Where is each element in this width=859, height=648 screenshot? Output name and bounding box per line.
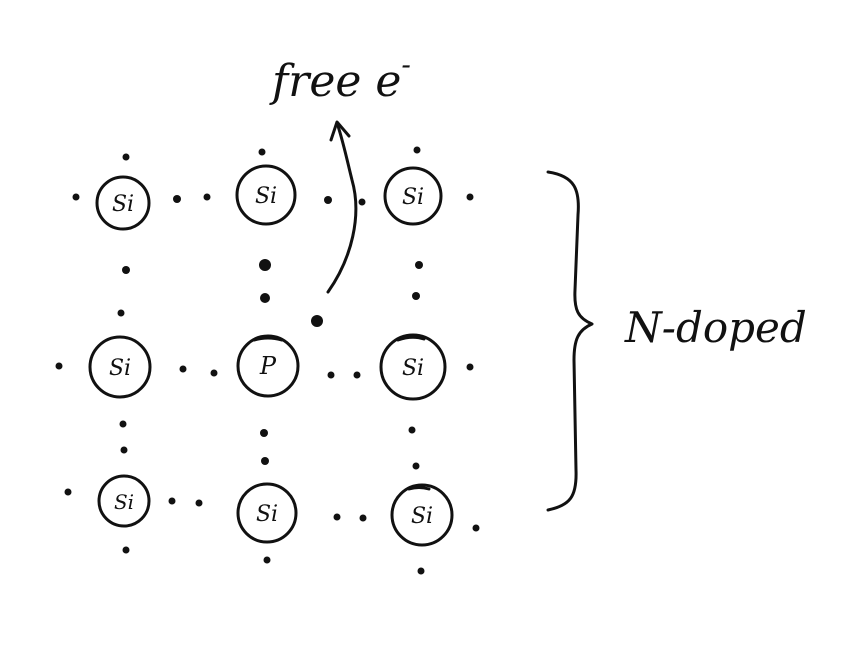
atom-r2-c1 bbox=[236, 482, 298, 544]
electron-dot bbox=[117, 309, 125, 317]
electron-dot bbox=[412, 292, 420, 300]
atom-r1-c2 bbox=[379, 333, 447, 401]
electron-dot bbox=[417, 567, 425, 575]
electron-dot bbox=[466, 193, 474, 201]
atom-label: Si bbox=[402, 356, 424, 381]
electron-dot bbox=[333, 513, 341, 521]
atom-label: Si bbox=[411, 504, 433, 529]
atom-label: Si bbox=[256, 502, 278, 527]
annotation-labels: free e- N-doped bbox=[269, 48, 807, 352]
electron-dot bbox=[259, 259, 271, 271]
electron-dot bbox=[327, 371, 335, 379]
electron-dot bbox=[472, 524, 480, 532]
electron-dot bbox=[179, 365, 187, 373]
electron-dot bbox=[72, 193, 80, 201]
atom-r1-c0 bbox=[88, 335, 152, 399]
atom-label: Si bbox=[112, 192, 134, 217]
electron-dot bbox=[408, 426, 416, 434]
electron-dot bbox=[122, 546, 130, 554]
electron-dot bbox=[55, 362, 63, 370]
atom-r2-c0 bbox=[97, 474, 151, 528]
electron-dot bbox=[168, 497, 176, 505]
free-electron-arrow bbox=[326, 120, 358, 294]
atom-r2-c2 bbox=[390, 483, 454, 547]
extra-electron-dot bbox=[311, 315, 323, 327]
electron-dot bbox=[260, 293, 270, 303]
electron-dot bbox=[119, 420, 127, 428]
electron-dot bbox=[261, 457, 269, 465]
atom-r0-c2 bbox=[383, 166, 443, 226]
electron-dot bbox=[413, 146, 421, 154]
n-doped-label: N-doped bbox=[624, 303, 807, 352]
atom-label: Si bbox=[255, 184, 277, 209]
electron-dot bbox=[260, 429, 268, 437]
atom-labels: Si Si Si Si P Si Si Si Si bbox=[109, 184, 433, 529]
electron-dot bbox=[210, 369, 218, 377]
atom-label: Si bbox=[109, 356, 131, 381]
electron-dot bbox=[263, 556, 271, 564]
atom-label: P bbox=[259, 352, 277, 380]
atom-label: Si bbox=[402, 185, 424, 210]
electron-dot bbox=[203, 193, 211, 201]
electron-dot bbox=[64, 488, 72, 496]
atom-r0-c1 bbox=[235, 164, 297, 226]
electron-dot bbox=[358, 198, 366, 206]
circle-accent-marks bbox=[252, 335, 431, 491]
atom-r0-c0 bbox=[95, 175, 151, 231]
electron-dot bbox=[415, 261, 423, 269]
electron-dot bbox=[353, 371, 361, 379]
electron-dot bbox=[466, 363, 474, 371]
electron-dot bbox=[122, 266, 130, 274]
electron-dot bbox=[122, 153, 130, 161]
lattice-atoms bbox=[88, 164, 454, 547]
free-electron-label: free e- bbox=[269, 48, 411, 107]
electron-dot bbox=[412, 462, 420, 470]
atom-label: Si bbox=[114, 490, 134, 514]
curly-brace bbox=[546, 170, 594, 512]
electron-dot bbox=[359, 514, 367, 522]
electron-dot bbox=[258, 148, 266, 156]
electron-dot bbox=[173, 195, 181, 203]
atom-r1-c1 bbox=[236, 334, 300, 398]
electron-dot bbox=[120, 446, 128, 454]
electron-dot bbox=[324, 196, 332, 204]
electron-dot bbox=[195, 499, 203, 507]
valence-electrons bbox=[55, 146, 480, 575]
